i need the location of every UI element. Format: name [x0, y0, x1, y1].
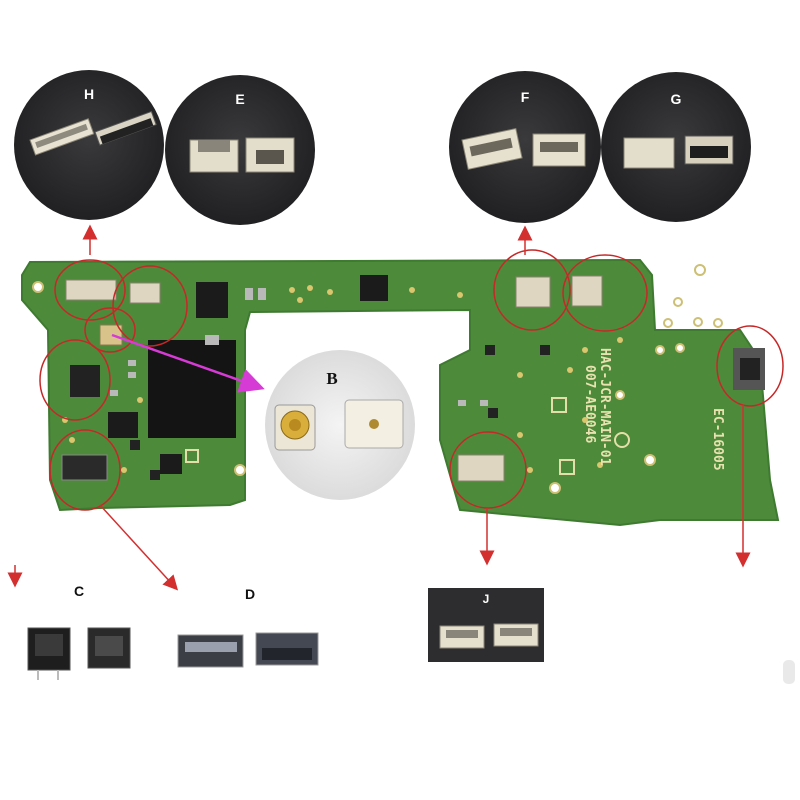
label-F: F: [520, 89, 530, 105]
label-E: E: [235, 91, 245, 107]
inset-F: [449, 71, 601, 223]
part-C: [27, 627, 131, 680]
label-C: C: [73, 583, 85, 599]
pcb-board: [21, 258, 780, 527]
pcb-board-id: HAC-JCR-MAIN-01: [597, 348, 612, 466]
label-B: B: [326, 369, 338, 388]
inset-H: [14, 70, 164, 220]
label-H: H: [83, 86, 95, 102]
arrows: [7, 224, 751, 591]
label-D: D: [244, 586, 256, 602]
inset-E: [165, 75, 315, 225]
inset-G: [601, 72, 751, 222]
label-J: J: [482, 592, 490, 606]
highlight-circles: [39, 249, 784, 511]
label-G: G: [670, 91, 682, 107]
part-J: [428, 588, 544, 662]
inset-B: [265, 350, 415, 500]
pcb-cert: EC-16005: [710, 408, 725, 471]
pcb-part-number: 007-AE0046: [582, 365, 597, 444]
part-D: [177, 632, 319, 668]
